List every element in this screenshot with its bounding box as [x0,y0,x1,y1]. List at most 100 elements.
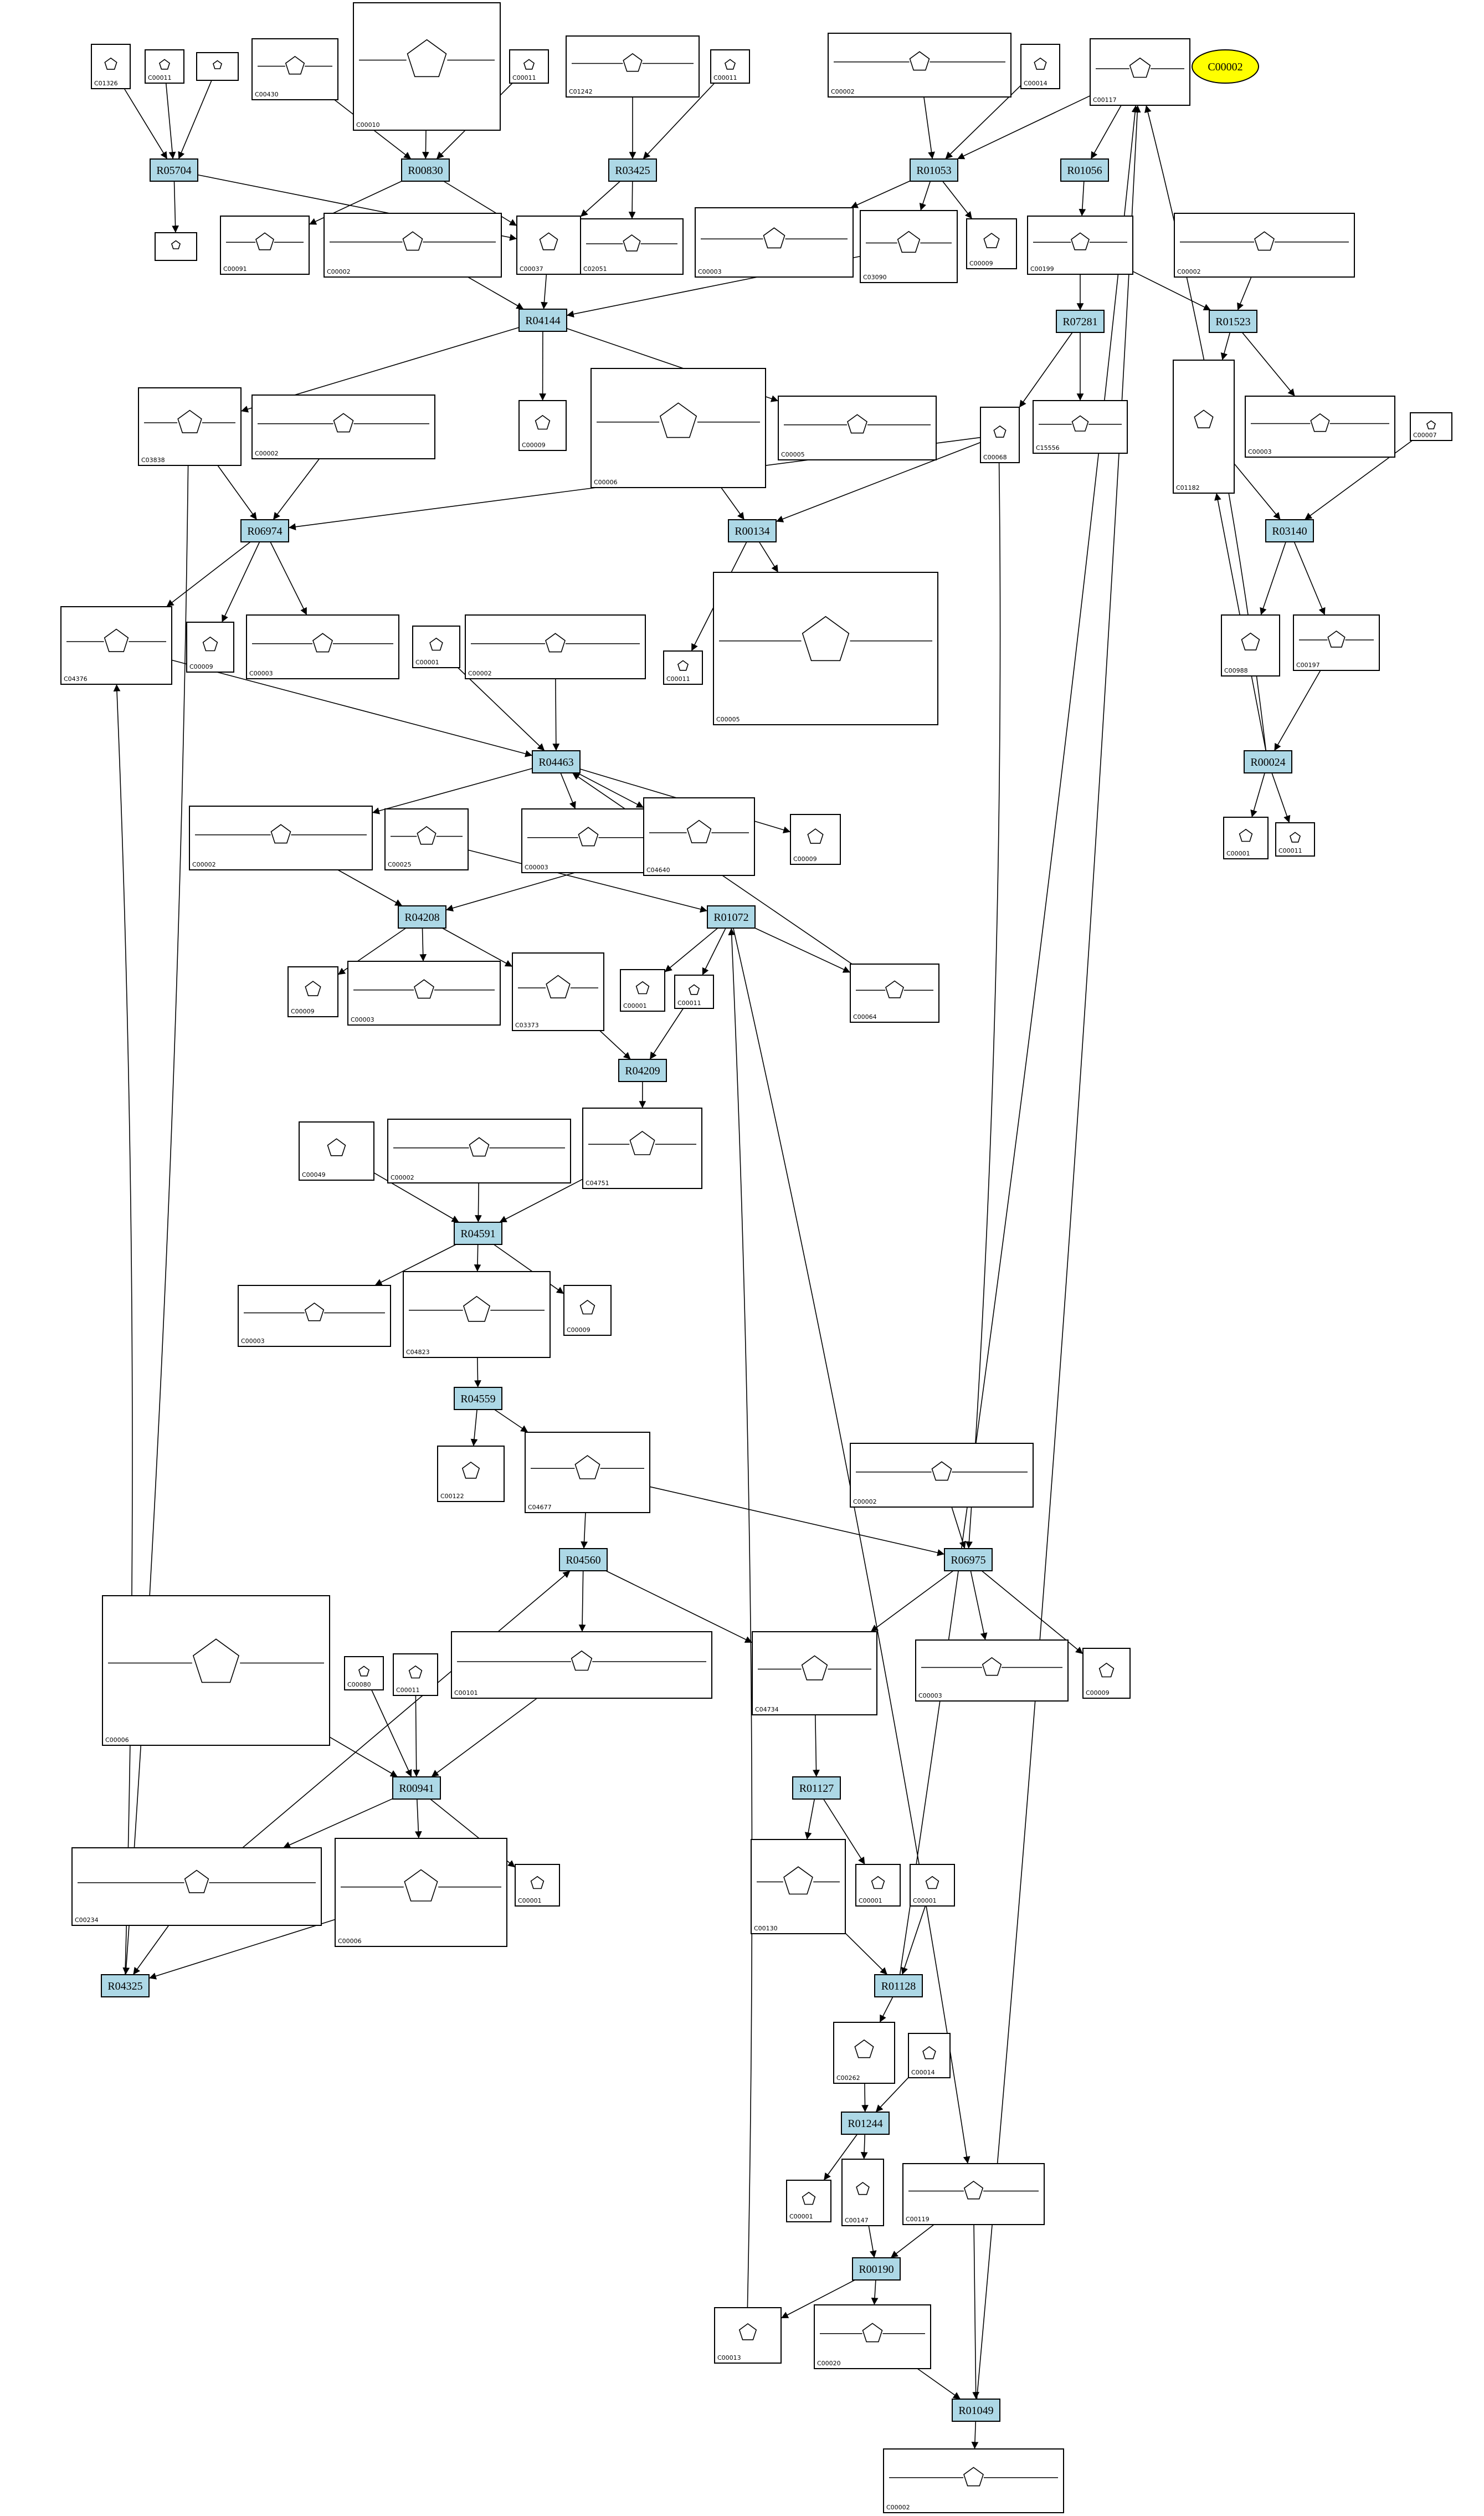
compound-node[interactable]: C00988 [1221,614,1280,677]
reaction-node[interactable]: R01049 [952,2399,1000,2422]
compound-node[interactable]: C00009 [1082,1648,1131,1699]
compound-node[interactable] [155,232,197,261]
reaction-node[interactable]: R01072 [707,905,756,929]
compound-node[interactable]: C00007 [1410,412,1452,441]
compound-node[interactable]: C00003 [1245,396,1395,458]
compound-node[interactable]: C00009 [287,966,338,1017]
compound-node[interactable]: C00068 [980,407,1020,463]
compound-node[interactable]: C00147 [841,2159,884,2226]
compound-node[interactable]: C00117 [1090,38,1190,106]
reaction-node[interactable]: R04144 [518,309,567,332]
compound-node[interactable]: C00014 [908,2033,951,2078]
reaction-node[interactable]: R04559 [454,1387,502,1410]
reaction-node[interactable]: R01523 [1209,310,1257,333]
reaction-node[interactable]: R00190 [852,2257,901,2281]
compound-node[interactable]: C00009 [790,814,841,865]
compound-node[interactable]: C00009 [563,1285,612,1336]
reaction-node[interactable]: R00830 [401,158,450,182]
compound-node[interactable]: C00001 [620,969,665,1012]
compound-node[interactable]: C00122 [437,1446,505,1502]
compound-node[interactable]: C00014 [1020,44,1060,89]
compound-node[interactable]: C00010 [353,2,501,131]
compound-node[interactable]: C04677 [525,1432,650,1513]
compound-node[interactable]: C03373 [512,952,604,1031]
reaction-node[interactable]: R01244 [841,2112,890,2135]
compound-node[interactable]: C00011 [674,975,714,1009]
reaction-node[interactable]: R01056 [1060,158,1109,182]
compound-node[interactable]: C00003 [238,1285,391,1347]
compound-node[interactable]: C00001 [515,1864,560,1907]
compound-node[interactable]: C00011 [145,49,184,84]
compound-node[interactable]: C00049 [299,1121,374,1181]
reaction-node[interactable]: R01128 [874,1974,923,1997]
compound-node[interactable]: C00003 [246,614,399,679]
compound-node[interactable]: C00262 [833,2022,895,2084]
compound-node[interactable]: C00001 [910,1864,955,1907]
compound-node[interactable]: C15556 [1033,400,1128,454]
compound-node[interactable]: C00037 [516,216,581,275]
compound-node[interactable]: C00006 [590,368,766,488]
compound-node[interactable]: C00011 [509,49,549,84]
compound-node[interactable]: C00011 [1275,822,1315,857]
reaction-node[interactable]: R03425 [608,158,657,182]
compound-node[interactable]: C00197 [1293,614,1380,671]
compound-node[interactable]: C00091 [220,216,310,275]
compound-node[interactable]: C00003 [347,961,501,1026]
reaction-node[interactable]: R04209 [618,1059,667,1082]
compound-node[interactable]: C04376 [60,606,172,685]
compound-node[interactable]: C00119 [902,2163,1045,2225]
reaction-node[interactable]: R04463 [532,750,581,773]
reaction-node[interactable]: R04591 [454,1222,502,1245]
compound-node[interactable]: C04823 [403,1271,551,1358]
reaction-node[interactable]: R04325 [101,1974,150,1997]
compound-node[interactable]: C00005 [778,396,937,460]
reaction-node[interactable]: R04560 [559,1548,608,1571]
compound-node[interactable] [196,52,239,81]
compound-node[interactable]: C00006 [102,1595,330,1746]
compound-node[interactable]: C01326 [91,44,131,89]
compound-node[interactable]: C00130 [751,1839,846,1934]
compound-node[interactable]: C04751 [582,1108,702,1189]
compound-node[interactable]: C00002 [883,2448,1064,2513]
compound-node[interactable]: C00001 [1223,817,1269,859]
reaction-node[interactable]: R01053 [910,158,958,182]
compound-node[interactable]: C00020 [814,2304,931,2369]
compound-node[interactable]: C00001 [855,1864,901,1907]
compound-node[interactable]: C01182 [1173,360,1235,494]
compound-node[interactable]: C00064 [850,964,939,1023]
compound-node[interactable]: C00001 [412,626,460,668]
reaction-node[interactable]: R04208 [398,905,446,929]
compound-node[interactable]: C00003 [695,207,854,278]
compound-node[interactable]: C00002 [850,1443,1034,1508]
reaction-node[interactable]: R00024 [1244,750,1292,773]
compound-node[interactable]: C00003 [521,808,655,873]
compound-node[interactable]: C00003 [915,1639,1069,1702]
compound-node[interactable]: C00005 [713,572,938,725]
reaction-node[interactable]: R03140 [1265,519,1314,542]
reaction-node[interactable]: R06975 [944,1548,993,1571]
compound-node[interactable]: C00011 [710,49,750,84]
reaction-node[interactable]: R01127 [792,1776,841,1800]
compound-node[interactable]: C00002 [387,1119,571,1183]
compound-node[interactable]: C00002 [251,394,435,459]
compound-node[interactable]: C04734 [752,1631,877,1715]
compound-node[interactable]: C00234 [71,1847,322,1926]
compound-node[interactable]: C04640 [643,797,755,876]
compound-node[interactable]: C00430 [251,38,338,100]
compound-node[interactable]: C00011 [393,1653,438,1696]
reaction-node[interactable]: R07281 [1056,310,1105,333]
compound-node[interactable]: C03838 [138,387,242,466]
compound-node[interactable]: C00002 [465,614,646,679]
compound-node[interactable]: C02051 [580,218,684,275]
compound-node[interactable]: C00009 [186,622,234,673]
reaction-node[interactable]: R05704 [150,158,198,182]
reaction-node[interactable]: R00941 [392,1776,441,1800]
highlighted-compound[interactable]: C00002 [1192,49,1259,84]
reaction-node[interactable]: R06974 [240,519,289,542]
compound-node[interactable]: C00002 [828,33,1011,98]
compound-node[interactable]: C00009 [518,400,567,451]
compound-node[interactable]: C00025 [384,808,469,870]
compound-node[interactable]: C01242 [566,35,700,98]
compound-node[interactable]: C00011 [663,650,703,685]
reaction-node[interactable]: R00134 [728,519,777,542]
